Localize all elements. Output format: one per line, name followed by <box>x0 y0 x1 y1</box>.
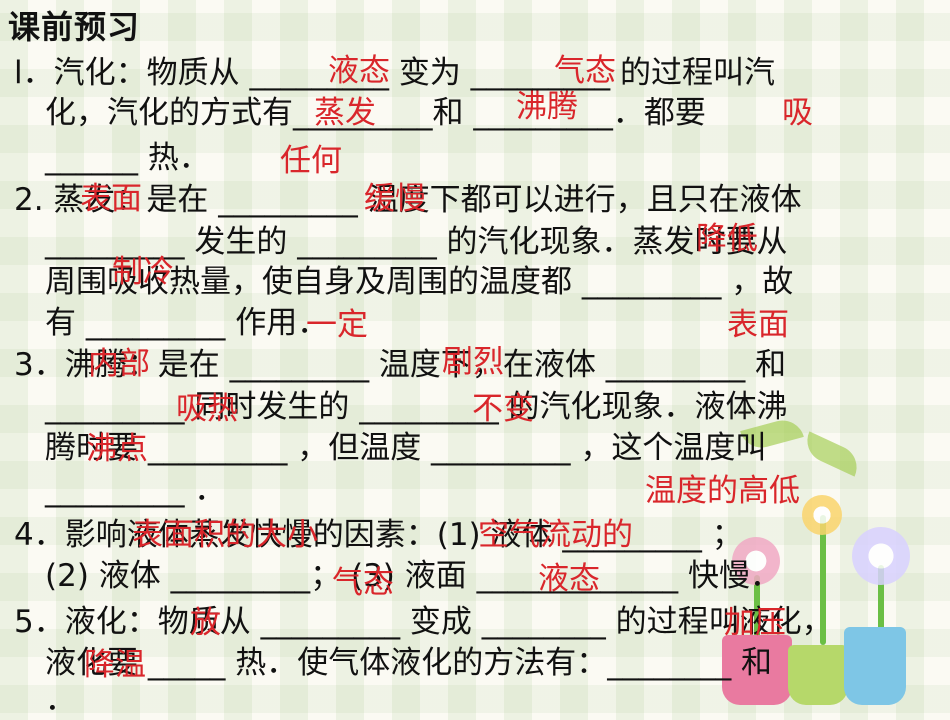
answer-text: 蒸发 <box>314 95 376 131</box>
answer-text: 降低 <box>696 221 758 257</box>
page-title: 课前预习 <box>8 8 141 46</box>
stem-decoration <box>820 515 826 645</box>
text-line: 3．沸腾：是在 _________ 温度下，在液体 _________ 和 <box>14 347 787 383</box>
answer-text: 温度的高低 <box>645 473 800 509</box>
pot-icon <box>788 645 848 705</box>
text-line: (2) 液体 _________； (3) 液面 _____________ 快… <box>14 558 781 594</box>
text-line: _________ ． <box>14 472 226 508</box>
answer-text: 一定 <box>306 307 368 343</box>
answer-text: 降温 <box>84 647 146 683</box>
answer-text: 不变 <box>472 391 534 427</box>
text-line: 周围吸收热量，使自身及周围的温度都 _________ ，故 <box>14 264 794 300</box>
answer-text: 空气流动的 <box>478 517 633 553</box>
text-line: 腾时要 _________ ，但温度 _________ ，这个温度叫 <box>14 430 767 466</box>
text-line: 2. 蒸发：是在 _________ 温度下都可以进行，且只在液体 <box>14 182 802 218</box>
pot-icon <box>722 635 792 705</box>
text-line: 液化要 _____ 热．使气体液化的方法有：________ 和 <box>14 645 773 681</box>
answer-text: 沸腾 <box>516 89 578 125</box>
answer-text: 内部 <box>88 346 150 382</box>
text-line: _________ 同时发生的 _________ 的汽化现象．液体沸 <box>14 389 788 425</box>
answer-text: 缓慢 <box>364 181 426 217</box>
pot-icon <box>844 627 906 705</box>
text-line: 4．影响液体蒸发快慢的因素：(1) 液体 _________ ； <box>14 517 743 553</box>
answer-text: 液态 <box>328 53 390 89</box>
text-line: 化，汽化的方式有_________和 _________．都要 <box>14 95 706 131</box>
answer-text: 表面 <box>80 181 142 217</box>
answer-text: 气态 <box>554 53 616 89</box>
answer-text: 吸 <box>782 95 813 131</box>
answer-text: 液态 <box>538 561 600 597</box>
text-line: l．汽化：物质从 _________ 变为 _________ 的过程叫汽 <box>14 55 776 91</box>
answer-text: 加压 <box>724 605 786 641</box>
answer-text: 气态 <box>332 565 394 601</box>
answer-text: 表面 <box>727 307 789 343</box>
stem-decoration <box>754 575 760 645</box>
answer-text: 剧烈 <box>442 344 504 380</box>
answer-text: 吸热 <box>176 391 238 427</box>
answer-text: 制冷 <box>112 254 174 290</box>
text-line: ． <box>14 682 76 718</box>
flower-icon <box>732 537 780 585</box>
flower-icon <box>802 495 842 535</box>
flower-icon <box>852 527 910 585</box>
text-line: _________ 发生的 _________ 的汽化现象．蒸发时要从 <box>14 224 788 260</box>
text-line: ______ 热． <box>14 140 210 176</box>
text-line: 有 _________ 作用． <box>14 305 329 341</box>
text-line: 5．液化：物质从 _________ 变成 ________ 的过程叫液化， <box>14 604 833 640</box>
answer-text: 放 <box>190 605 221 641</box>
answer-text: 表面积的大小 <box>132 517 318 553</box>
answer-text: 任何 <box>280 143 342 179</box>
stem-decoration <box>878 565 884 645</box>
flower-pots-decoration <box>712 405 922 705</box>
answer-text: 沸点 <box>86 431 148 467</box>
